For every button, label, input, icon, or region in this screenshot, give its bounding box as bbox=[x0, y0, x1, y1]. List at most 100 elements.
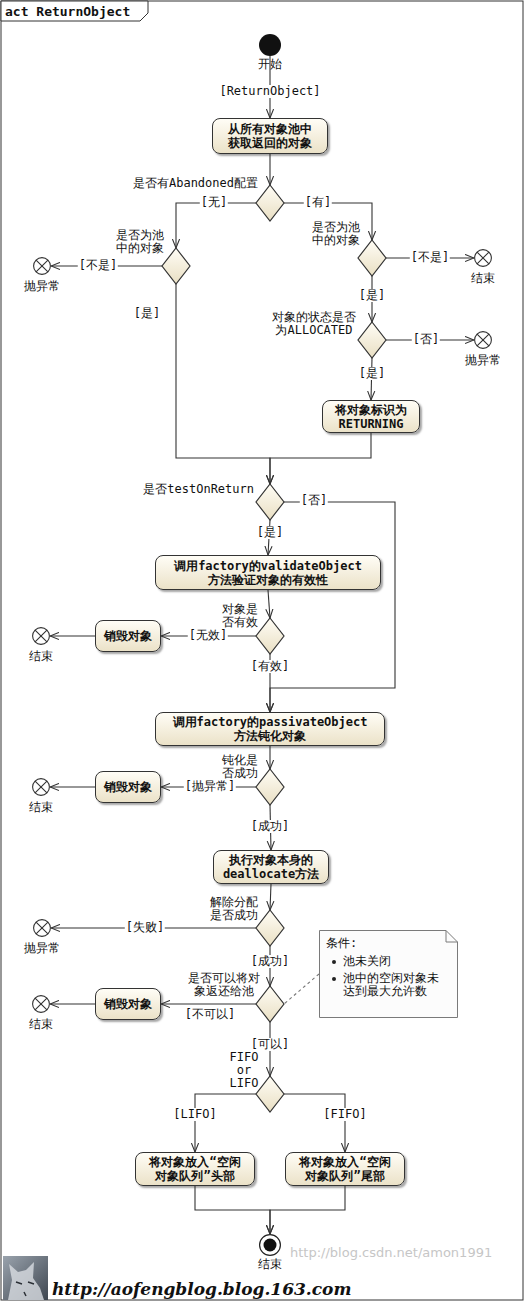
watermark: http://blog.csdn.net/amon1991 bbox=[290, 1245, 492, 1260]
flow-final-node: 结束 bbox=[474, 249, 492, 267]
action-text: 将对象放入“空闲 对象队列”头部 bbox=[149, 1155, 240, 1183]
guard-label: [无效] bbox=[188, 629, 228, 642]
diamond-outline bbox=[256, 910, 284, 946]
final-ring bbox=[33, 628, 50, 645]
shape-outline bbox=[33, 257, 51, 275]
guard-label: [否] bbox=[300, 494, 328, 507]
action-box: 将对象放入“空闲 对象队列”头部 bbox=[135, 1152, 255, 1186]
shape-outline bbox=[259, 1234, 281, 1256]
guard-label: [ReturnObject] bbox=[218, 85, 321, 98]
diamond-outline bbox=[256, 1076, 284, 1112]
note-text: 池未关闭 bbox=[343, 955, 391, 968]
final-cross bbox=[36, 922, 48, 934]
flow-final-node: 抛异常 bbox=[33, 257, 51, 275]
final-cross bbox=[35, 630, 47, 642]
shape-outline bbox=[32, 778, 50, 796]
shape-outline bbox=[162, 248, 190, 284]
action-box: 销毁对象 bbox=[95, 988, 161, 1020]
flow-final-node: 结束 bbox=[32, 995, 50, 1013]
note-text: 池中的空闲对象未 达到最大允许数 bbox=[343, 972, 439, 998]
guard-label: [不是] bbox=[410, 251, 450, 264]
guard-label: [是] bbox=[256, 526, 284, 539]
node-label: 抛异常 bbox=[24, 280, 60, 293]
note-outline bbox=[320, 931, 458, 1018]
decision-diamond: 钝化是 否成功 bbox=[256, 769, 284, 805]
action-box: 调用factory的passivateObject 方法钝化对象 bbox=[155, 712, 385, 746]
final-cross bbox=[35, 781, 47, 793]
guard-label: [不是] bbox=[78, 259, 118, 272]
decision-diamond: 对象是 否有效 bbox=[256, 618, 284, 654]
control-flow bbox=[268, 590, 270, 618]
action-text: 销毁对象 bbox=[104, 629, 152, 643]
wolf-picture bbox=[3, 1256, 48, 1300]
guard-label: [可以] bbox=[250, 1038, 290, 1051]
flow-final-node: 抛异常 bbox=[474, 331, 492, 349]
diamond-outline bbox=[256, 986, 284, 1022]
guard-label: [成功] bbox=[250, 820, 290, 833]
final-ring bbox=[34, 920, 51, 937]
guard-label: [不可以] bbox=[184, 1008, 236, 1021]
note-fold bbox=[446, 931, 458, 943]
note-link bbox=[284, 974, 319, 1004]
guard-label: [有效] bbox=[250, 660, 290, 673]
action-text: 销毁对象 bbox=[104, 780, 152, 794]
action-text: 将对象标识为 RETURNING bbox=[335, 403, 407, 431]
control-flow bbox=[195, 1094, 256, 1152]
guard-label: [否] bbox=[412, 333, 440, 346]
blog-address: http://aofengblog.blog.163.com bbox=[52, 1279, 351, 1299]
decision-diamond: 是否为池 中的对象 bbox=[358, 240, 386, 276]
control-flow bbox=[176, 284, 270, 484]
decision-label: 是否有Abandoned配置 bbox=[133, 177, 258, 190]
decision-diamond: 对象的状态是否 为ALLOCATED bbox=[358, 322, 386, 358]
control-flow bbox=[269, 746, 270, 769]
bullet-dot bbox=[332, 977, 336, 981]
guard-label: [无] bbox=[200, 196, 228, 209]
node-label: 抛异常 bbox=[465, 354, 501, 367]
control-flow bbox=[269, 154, 270, 185]
decision-label: 是否testOnReturn bbox=[143, 483, 254, 496]
diamond-outline bbox=[256, 618, 284, 654]
decision-diamond: 是否为池 中的对象 bbox=[162, 248, 190, 284]
final-ring bbox=[260, 1235, 281, 1256]
action-text: 执行对象本身的 deallocate方法 bbox=[223, 853, 319, 881]
shape-outline bbox=[256, 910, 284, 946]
final-cross bbox=[35, 998, 47, 1010]
control-flow bbox=[50, 1003, 95, 1004]
action-box: 销毁对象 bbox=[95, 620, 161, 652]
shape-outline bbox=[32, 995, 50, 1013]
shape-outline bbox=[474, 331, 492, 349]
flow-final-node: 结束 bbox=[32, 627, 50, 645]
decision-label: 是否为池 中的对象 bbox=[116, 229, 164, 255]
diamond-outline bbox=[358, 322, 386, 358]
shape-outline bbox=[358, 240, 386, 276]
control-flow bbox=[284, 1094, 345, 1152]
action-text: 调用factory的passivateObject 方法钝化对象 bbox=[173, 715, 368, 743]
decision-label: 解除分配 是否成功 bbox=[210, 896, 258, 922]
final-cross bbox=[477, 334, 489, 346]
initial-node: 开始 bbox=[259, 34, 281, 56]
shape-outline bbox=[256, 1076, 284, 1112]
start-dot bbox=[259, 34, 281, 56]
control-flow bbox=[270, 502, 395, 712]
final-ring bbox=[33, 996, 50, 1013]
final-ring bbox=[475, 250, 492, 267]
activity-final-node: 结束 bbox=[259, 1234, 281, 1256]
control-flow bbox=[270, 884, 271, 910]
guard-label: [FIFO] bbox=[322, 1108, 367, 1121]
decision-label: FIFO or LIFO bbox=[230, 1051, 259, 1090]
node-label: 结束 bbox=[29, 650, 53, 663]
action-text: 从所有对象池中 获取返回的对象 bbox=[228, 122, 312, 150]
frame-title: act ReturnObject bbox=[5, 4, 130, 19]
decision-diamond: 是否有Abandoned配置 bbox=[256, 185, 284, 221]
control-flow bbox=[50, 635, 95, 636]
flow-final-node: 结束 bbox=[32, 778, 50, 796]
decision-diamond: FIFO or LIFO bbox=[256, 1076, 284, 1112]
diamond-outline bbox=[256, 769, 284, 805]
control-flow bbox=[176, 203, 256, 248]
control-flow bbox=[270, 1186, 345, 1234]
decision-label: 是否为池 中的对象 bbox=[312, 221, 360, 247]
